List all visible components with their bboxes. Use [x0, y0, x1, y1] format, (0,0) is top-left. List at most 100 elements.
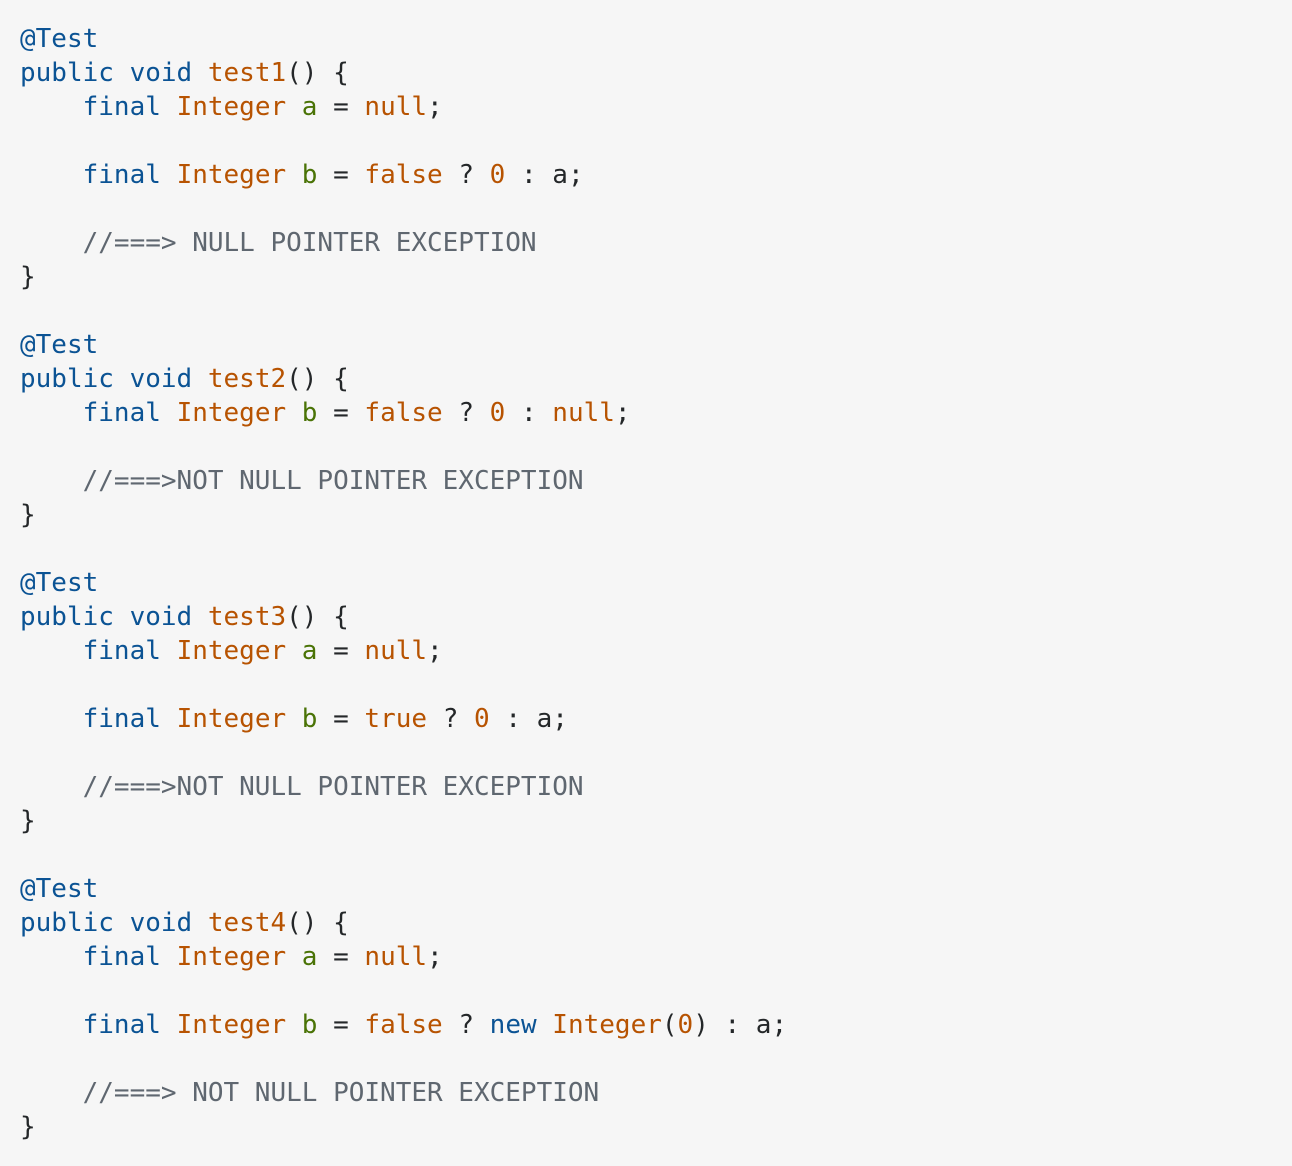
punctuation-token: () {	[286, 908, 349, 938]
code-line: @Test	[20, 872, 1292, 906]
literal-token: null	[364, 92, 428, 122]
keyword-token: final	[82, 398, 161, 428]
punctuation-token: : a;	[489, 704, 568, 734]
comment-token: //===>NOT NULL POINTER EXCEPTION	[82, 466, 584, 496]
annotation-token: @Test	[20, 330, 99, 360]
literal-token: 0	[489, 160, 506, 190]
punctuation-token: }	[20, 806, 36, 836]
type-token: Integer	[176, 160, 287, 190]
variable-token: a	[301, 942, 318, 972]
code-line: final Integer a = null;	[20, 634, 1292, 668]
punctuation-token: ;	[427, 636, 443, 666]
code-line: final Integer b = false ? 0 : a;	[20, 158, 1292, 192]
variable-token: a	[301, 636, 318, 666]
type-token: Integer	[552, 1010, 662, 1040]
comment-token: //===> NOT NULL POINTER EXCEPTION	[82, 1078, 600, 1108]
punctuation-token: =	[317, 942, 365, 972]
punctuation-token	[20, 160, 83, 190]
type-token: Integer	[176, 1010, 287, 1040]
method-name-token: test3	[207, 602, 287, 632]
annotation-token: @Test	[20, 874, 99, 904]
method-name-token: test4	[207, 908, 287, 938]
punctuation-token	[286, 636, 302, 666]
punctuation-token	[20, 1010, 83, 1040]
punctuation-token: ;	[427, 92, 443, 122]
code-line: @Test	[20, 566, 1292, 600]
keyword-token: final	[82, 704, 161, 734]
keyword-token: void	[129, 602, 193, 632]
code-line	[20, 294, 1292, 328]
punctuation-token	[20, 942, 83, 972]
literal-token: null	[364, 636, 428, 666]
punctuation-token	[161, 398, 177, 428]
keyword-token: final	[82, 636, 161, 666]
code-line: public void test3() {	[20, 600, 1292, 634]
literal-token: null	[552, 398, 615, 428]
code-line: @Test	[20, 22, 1292, 56]
type-token: Integer	[176, 92, 287, 122]
punctuation-token: =	[317, 92, 365, 122]
punctuation-token: () {	[286, 364, 349, 394]
literal-token: 0	[677, 1010, 694, 1040]
punctuation-token: (	[661, 1010, 678, 1040]
keyword-token: public	[20, 364, 114, 394]
punctuation-token: ?	[442, 1010, 490, 1040]
code-line: }	[20, 1110, 1292, 1144]
code-line: final Integer b = false ? new Integer(0)…	[20, 1008, 1292, 1042]
code-line: public void test4() {	[20, 906, 1292, 940]
keyword-token: final	[82, 942, 161, 972]
punctuation-token: ) : a;	[693, 1010, 788, 1040]
code-line: //===>NOT NULL POINTER EXCEPTION	[20, 464, 1292, 498]
punctuation-token	[286, 160, 302, 190]
punctuation-token	[161, 636, 177, 666]
punctuation-token	[20, 466, 83, 496]
method-name-token: test1	[207, 58, 287, 88]
type-token: Integer	[176, 636, 287, 666]
type-token: Integer	[176, 704, 287, 734]
keyword-token: void	[129, 364, 193, 394]
code-line: //===> NOT NULL POINTER EXCEPTION	[20, 1076, 1292, 1110]
type-token: Integer	[176, 942, 287, 972]
punctuation-token	[161, 160, 177, 190]
code-line: //===> NULL POINTER EXCEPTION	[20, 226, 1292, 260]
code-line	[20, 1042, 1292, 1076]
code-line: }	[20, 804, 1292, 838]
code-line: final Integer a = null;	[20, 940, 1292, 974]
punctuation-token	[114, 364, 130, 394]
punctuation-token	[192, 364, 208, 394]
punctuation-token: =	[317, 398, 365, 428]
literal-token: false	[364, 160, 443, 190]
punctuation-token	[161, 704, 177, 734]
punctuation-token	[286, 1010, 302, 1040]
code-line	[20, 974, 1292, 1008]
punctuation-token: : a;	[505, 160, 584, 190]
keyword-token: public	[20, 58, 114, 88]
punctuation-token	[20, 92, 83, 122]
keyword-token: final	[82, 160, 161, 190]
code-line: final Integer a = null;	[20, 90, 1292, 124]
punctuation-token: ?	[442, 160, 490, 190]
code-line	[20, 668, 1292, 702]
punctuation-token	[114, 58, 130, 88]
keyword-token: void	[129, 58, 193, 88]
punctuation-token	[192, 908, 208, 938]
punctuation-token: }	[20, 500, 36, 530]
code-line: //===>NOT NULL POINTER EXCEPTION	[20, 770, 1292, 804]
variable-token: b	[301, 160, 318, 190]
code-line	[20, 430, 1292, 464]
punctuation-token: :	[505, 398, 553, 428]
literal-token: false	[364, 398, 443, 428]
punctuation-token: =	[317, 704, 365, 734]
keyword-token: public	[20, 908, 114, 938]
punctuation-token: () {	[286, 602, 349, 632]
variable-token: a	[301, 92, 318, 122]
annotation-token: @Test	[20, 24, 99, 54]
punctuation-token	[286, 942, 302, 972]
punctuation-token	[161, 1010, 177, 1040]
literal-token: 0	[474, 704, 490, 734]
literal-token: false	[364, 1010, 443, 1040]
punctuation-token	[537, 1010, 553, 1040]
punctuation-token: ;	[427, 942, 443, 972]
punctuation-token	[161, 92, 177, 122]
